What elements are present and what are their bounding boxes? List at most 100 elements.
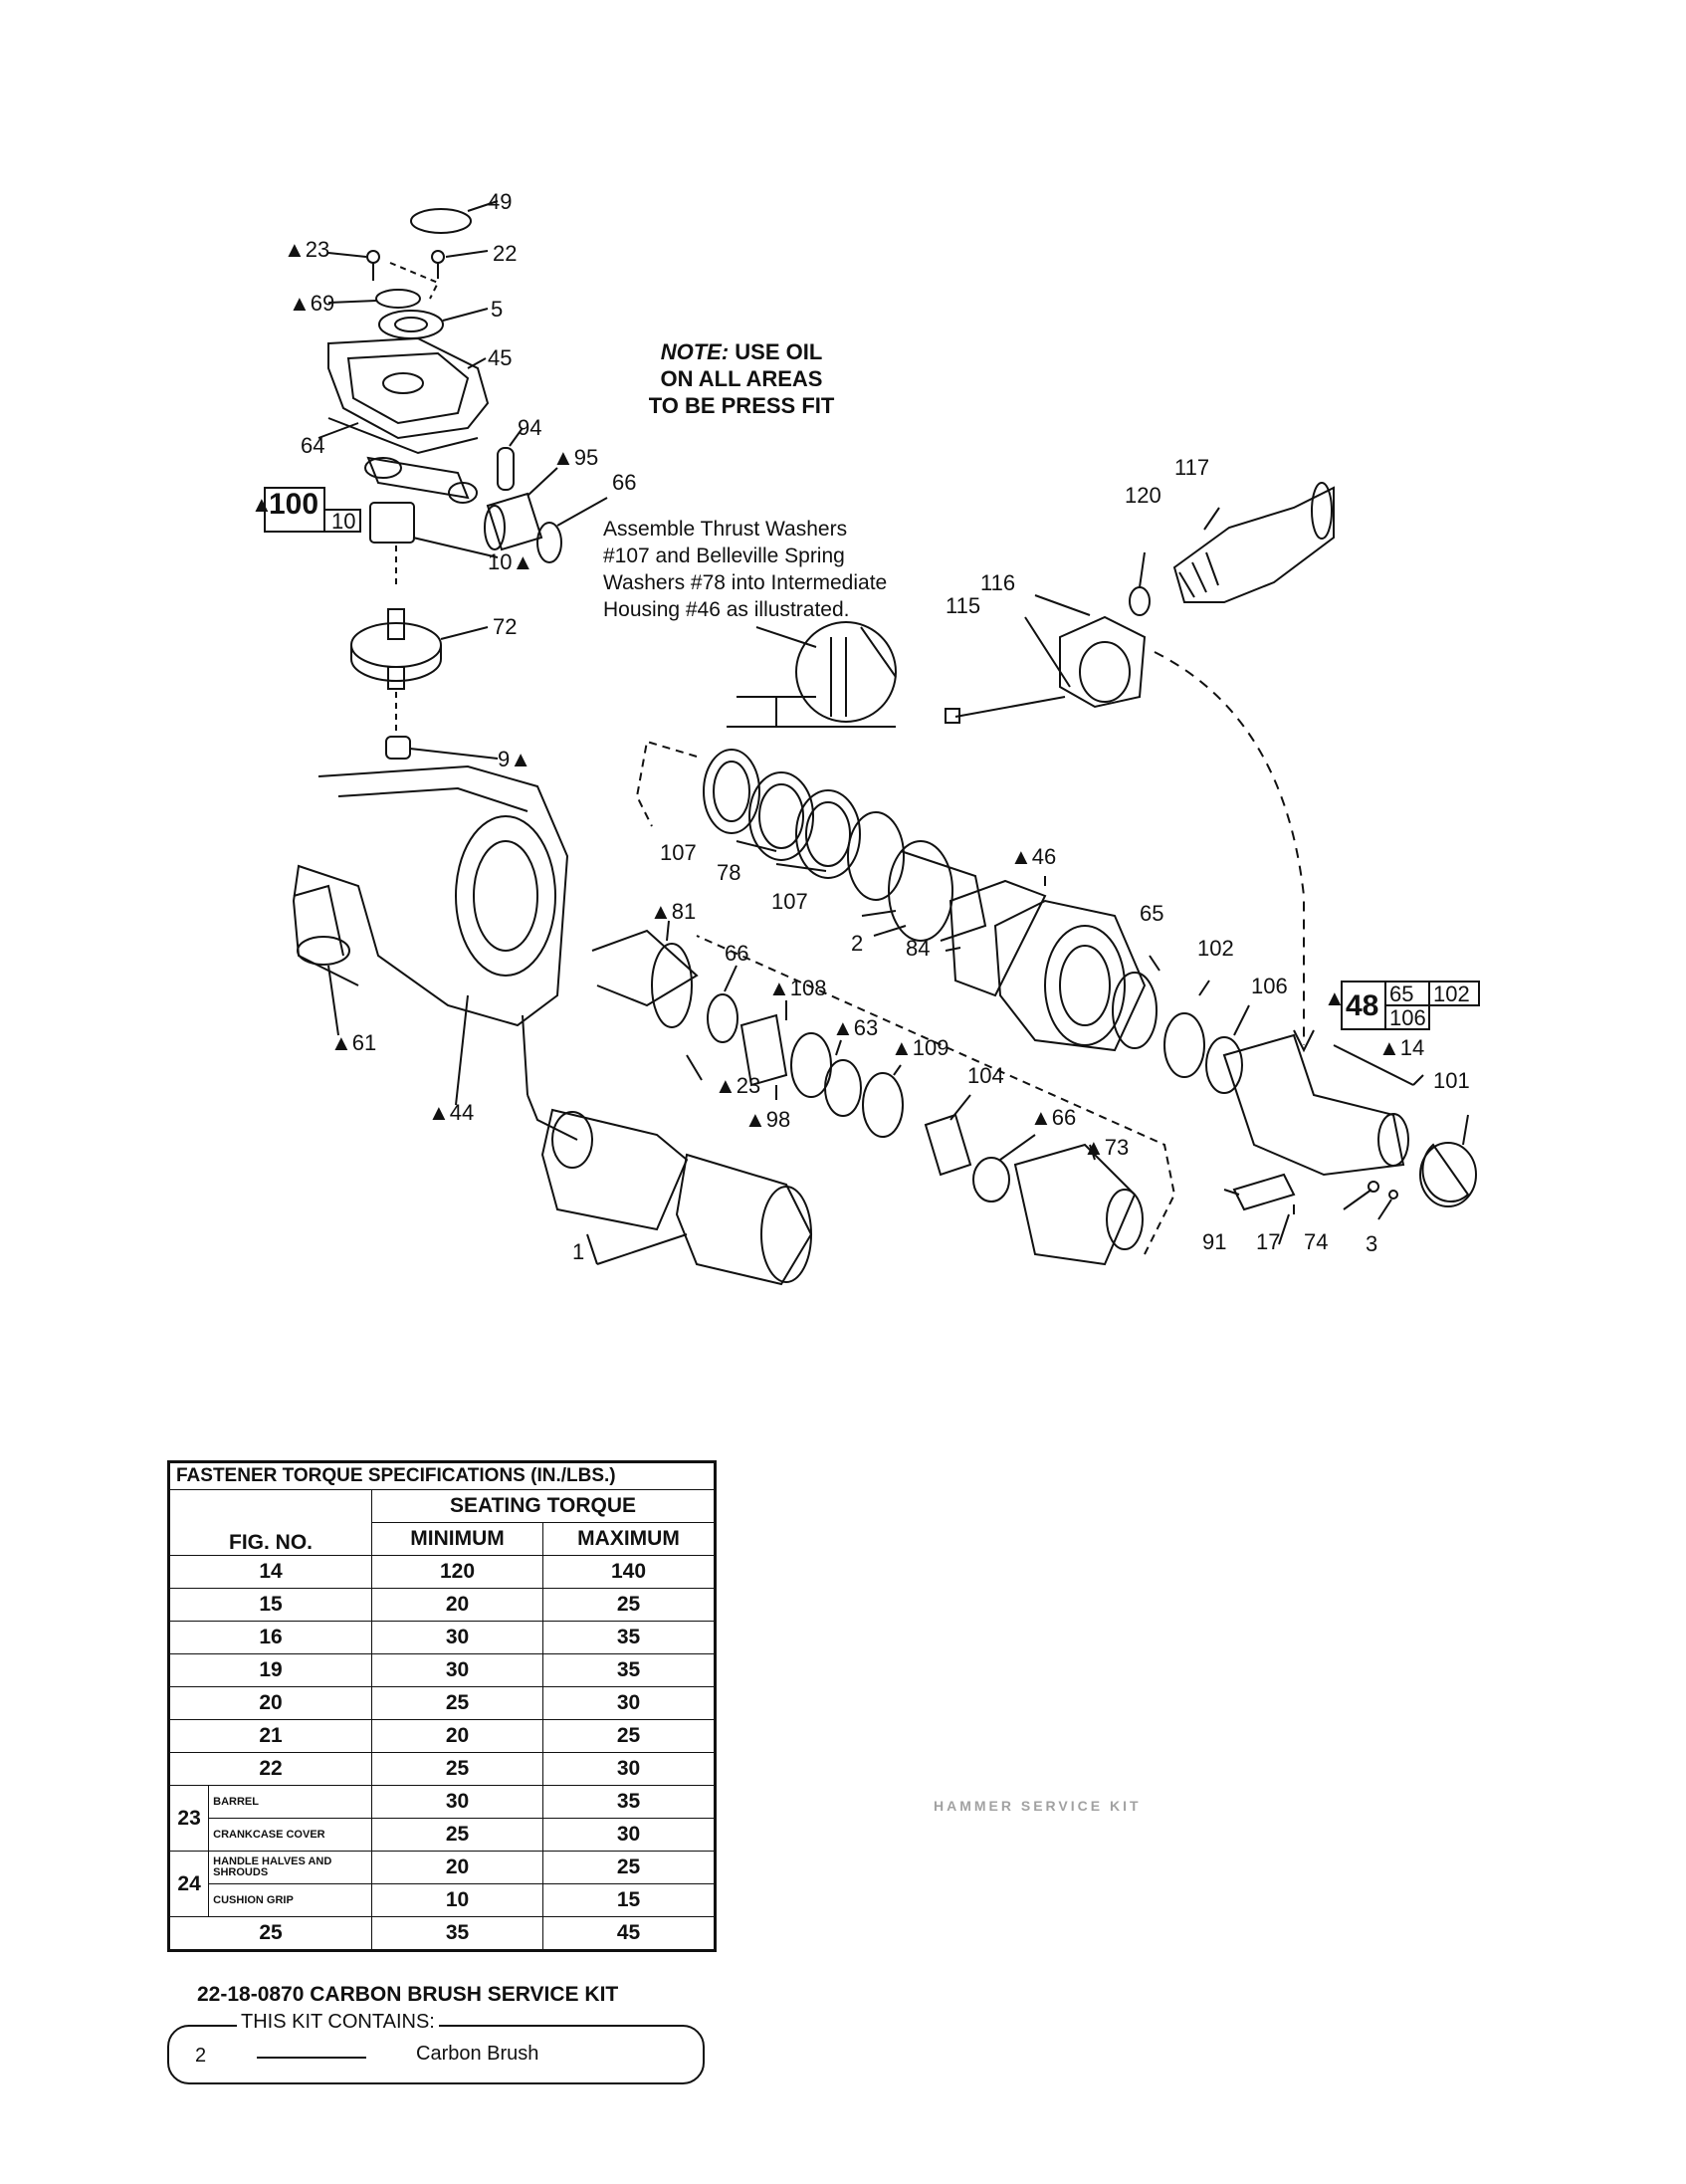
assembly-line-4: Housing #46 as illustrated. [603, 598, 850, 621]
label-23-b: ▲23 [715, 1073, 760, 1098]
kit-48-box [1341, 981, 1480, 1030]
label-120: 120 [1125, 483, 1161, 508]
part-69-retaining-ring [375, 289, 421, 309]
part-66-oring-c [972, 1157, 1010, 1202]
part-101-cap [1421, 1143, 1470, 1202]
label-81: ▲81 [650, 899, 696, 924]
part-109-washer [862, 1072, 904, 1138]
kit-100-sub: 10 [331, 509, 355, 534]
screw-22-icon [431, 250, 445, 279]
kit-100-marker: ▲ [251, 492, 273, 517]
label-9: 9▲ [498, 747, 531, 771]
label-74: 74 [1304, 1229, 1328, 1254]
part-81-flange [651, 943, 693, 1028]
col-minimum: MINIMUM [371, 1522, 543, 1556]
label-69: ▲69 [289, 291, 334, 316]
part-72-gear [350, 622, 442, 668]
seating-torque-header: SEATING TORQUE [371, 1489, 716, 1523]
part-3-ball [1388, 1190, 1398, 1200]
part-66-oring [536, 522, 562, 563]
label-102: 102 [1197, 936, 1234, 961]
label-107: 107 [660, 840, 697, 865]
part-63-ring [790, 1032, 832, 1098]
label-14: ▲14 [1378, 1035, 1424, 1060]
label-66: 66 [612, 470, 636, 495]
label-106: 106 [1251, 974, 1288, 998]
kit-item-quantity: 2 [195, 2045, 207, 2067]
part-1-barrel-a [540, 1108, 689, 1231]
exploded-parts-diagram: 49 ▲23 22 ▲69 5 45 64 94 ▲95 66 10▲ 72 9… [251, 189, 1480, 1286]
label-61: ▲61 [330, 1030, 376, 1055]
assembly-instruction: Assemble Thrust Washers #107 and Bellevi… [603, 516, 922, 623]
part-9-bearing [385, 736, 411, 760]
part-107-thrust-washer-b [847, 811, 905, 901]
label-45: 45 [488, 345, 512, 370]
col-fig-no: FIG. NO. [168, 1489, 372, 1556]
part-14-screw [1333, 1044, 1414, 1086]
part-78-spring-washer-b [795, 789, 861, 879]
part-95-piston [486, 492, 543, 551]
group-24: 24 [167, 1851, 210, 1917]
kit-title: 22-18-0870 CARBON BRUSH SERVICE KIT [197, 1983, 619, 2006]
part-117-side-handle [1172, 486, 1335, 603]
part-120-washer [1129, 586, 1151, 616]
kit-item-leader [257, 2057, 366, 2059]
label-95: ▲95 [552, 445, 598, 470]
part-115-bolt [954, 696, 1066, 718]
part-45-crankcase-cover [327, 336, 490, 440]
part-116-clamp [1059, 615, 1147, 709]
part-81-tube [591, 929, 699, 1007]
kit-100-number: 100 [269, 488, 318, 521]
part-10-needle-bearing [369, 502, 415, 544]
kit-48-marker: ▲ [1324, 985, 1346, 1010]
table-row: 24 HANDLE HALVES AND SHROUDS 20 25 [167, 1851, 716, 1917]
detail-callout-circle [795, 621, 897, 723]
label-91: 91 [1202, 1229, 1226, 1254]
part-connecting-rod [366, 456, 470, 500]
table-row: 23 BARREL 30 35 [167, 1785, 716, 1852]
label-101: 101 [1433, 1068, 1470, 1093]
label-117: 117 [1174, 455, 1209, 480]
label-65: 65 [1140, 901, 1163, 926]
part-5-bearing [378, 310, 444, 339]
note-text: USE OIL [735, 339, 823, 364]
label-109: ▲109 [891, 1035, 948, 1060]
torque-table-title: FASTENER TORQUE SPECIFICATIONS (IN./LBS.… [168, 1461, 716, 1490]
label-63: ▲63 [832, 1015, 878, 1040]
label-115: 115 [946, 593, 980, 618]
part-61-oring [297, 936, 350, 966]
part-94-pin [497, 447, 515, 491]
kit-contains-text: THIS KIT CONTAINS: [237, 2011, 439, 2033]
part-107-thrust-washer [703, 749, 760, 834]
label-72: 72 [493, 614, 517, 639]
table-row: CRANKCASE COVER 25 30 [169, 1818, 716, 1852]
label-1: 1 [572, 1239, 584, 1264]
kit-48-sub-102: 102 [1433, 982, 1470, 1006]
part-49-cap [410, 208, 472, 234]
label-66-c: ▲66 [1030, 1105, 1076, 1130]
kit-item-name: Carbon Brush [416, 2043, 539, 2065]
part-78-spring-washer-a [748, 771, 814, 861]
assembly-line-1: Assemble Thrust Washers [603, 518, 848, 541]
part-98-washer [824, 1059, 862, 1117]
part-2-clutch [888, 840, 953, 942]
part-front-housing [1222, 1033, 1405, 1177]
label-49: 49 [488, 189, 512, 214]
label-2: 2 [851, 931, 863, 956]
label-108: ▲108 [768, 976, 826, 1000]
part-84-gasket [948, 879, 1047, 997]
label-5: 5 [491, 297, 503, 322]
part-64-gasket [327, 417, 479, 455]
label-44: ▲44 [428, 1100, 474, 1125]
part-73-ram [1013, 1143, 1137, 1266]
part-1-barrel-b [675, 1153, 813, 1286]
kit-100-box [264, 487, 361, 533]
faded-kit-title: HAMMER SERVICE KIT [934, 1798, 1142, 1814]
table-row: CUSHION GRIP 10 15 [169, 1883, 716, 1917]
kit-48-sub-106: 106 [1389, 1005, 1426, 1030]
